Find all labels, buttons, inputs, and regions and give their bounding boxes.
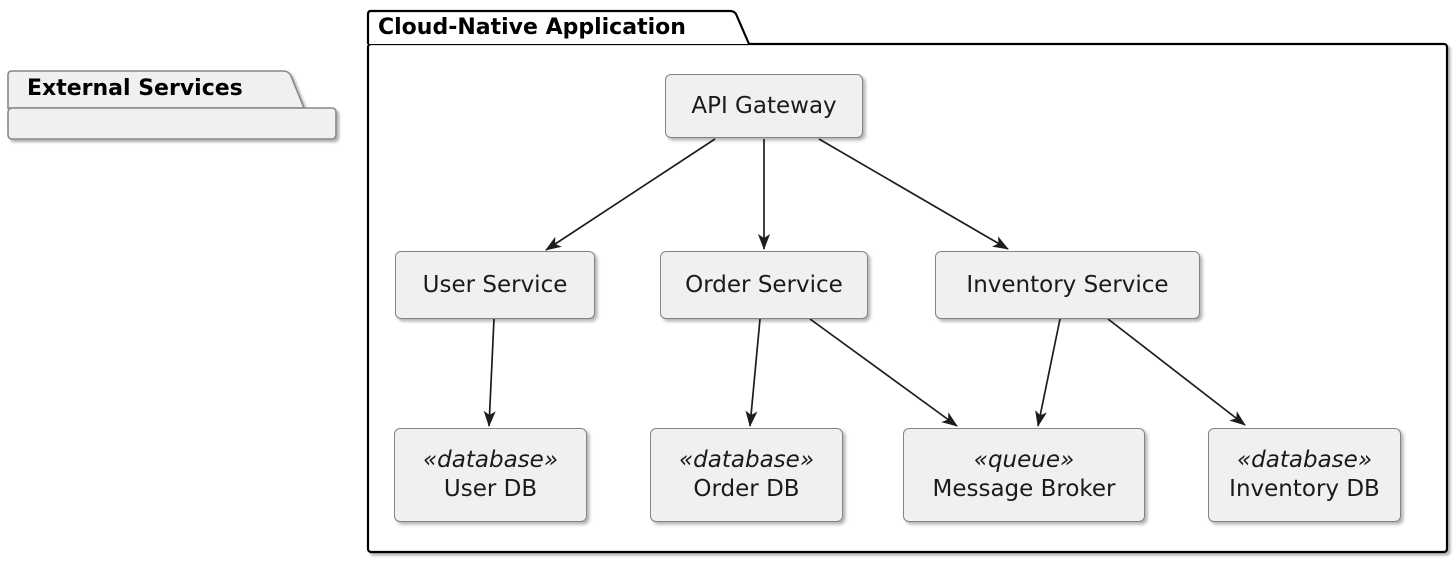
edge-api-gateway-to-inventory-service bbox=[818, 138, 1009, 250]
node-inventory-db: «database» Inventory DB bbox=[1208, 428, 1401, 522]
node-message-broker: «queue» Message Broker bbox=[903, 428, 1145, 522]
node-order-service: Order Service bbox=[660, 251, 868, 319]
node-order-db-stereotype: «database» bbox=[678, 447, 815, 473]
edge-user-service-to-user-db bbox=[483, 318, 496, 427]
node-user-service-label: User Service bbox=[422, 271, 568, 298]
node-order-db: «database» Order DB bbox=[650, 428, 843, 522]
edge-inventory-service-to-message-broker bbox=[1035, 318, 1061, 427]
node-inventory-service-label: Inventory Service bbox=[966, 271, 1169, 298]
package-title-cloud-native-application: Cloud-Native Application bbox=[378, 15, 686, 40]
edge-order-service-to-message-broker bbox=[809, 318, 958, 427]
node-message-broker-label: Message Broker bbox=[932, 476, 1116, 502]
node-api-gateway: API Gateway bbox=[665, 74, 863, 138]
package-cloud-native-tab bbox=[366, 9, 751, 45]
node-user-db-label: User DB bbox=[443, 476, 538, 502]
node-user-service: User Service bbox=[395, 251, 595, 319]
node-inventory-db-label: Inventory DB bbox=[1229, 476, 1380, 502]
node-inventory-service: Inventory Service bbox=[935, 251, 1200, 319]
node-order-db-label: Order DB bbox=[693, 476, 800, 502]
node-user-db-stereotype: «database» bbox=[422, 447, 559, 473]
edge-inventory-service-to-inventory-db bbox=[1107, 318, 1246, 426]
node-api-gateway-label: API Gateway bbox=[691, 92, 837, 119]
node-user-db: «database» User DB bbox=[394, 428, 587, 522]
package-external-services-tab bbox=[7, 70, 306, 109]
node-order-service-label: Order Service bbox=[685, 271, 843, 298]
node-message-broker-stereotype: «queue» bbox=[973, 447, 1075, 473]
package-title-external-services: External Services bbox=[27, 76, 243, 101]
edge-api-gateway-to-user-service bbox=[545, 138, 716, 251]
package-cloud-native-body bbox=[366, 42, 1449, 554]
node-inventory-db-stereotype: «database» bbox=[1236, 447, 1373, 473]
package-external-services-body bbox=[7, 107, 337, 140]
edge-order-service-to-order-db bbox=[745, 318, 761, 427]
